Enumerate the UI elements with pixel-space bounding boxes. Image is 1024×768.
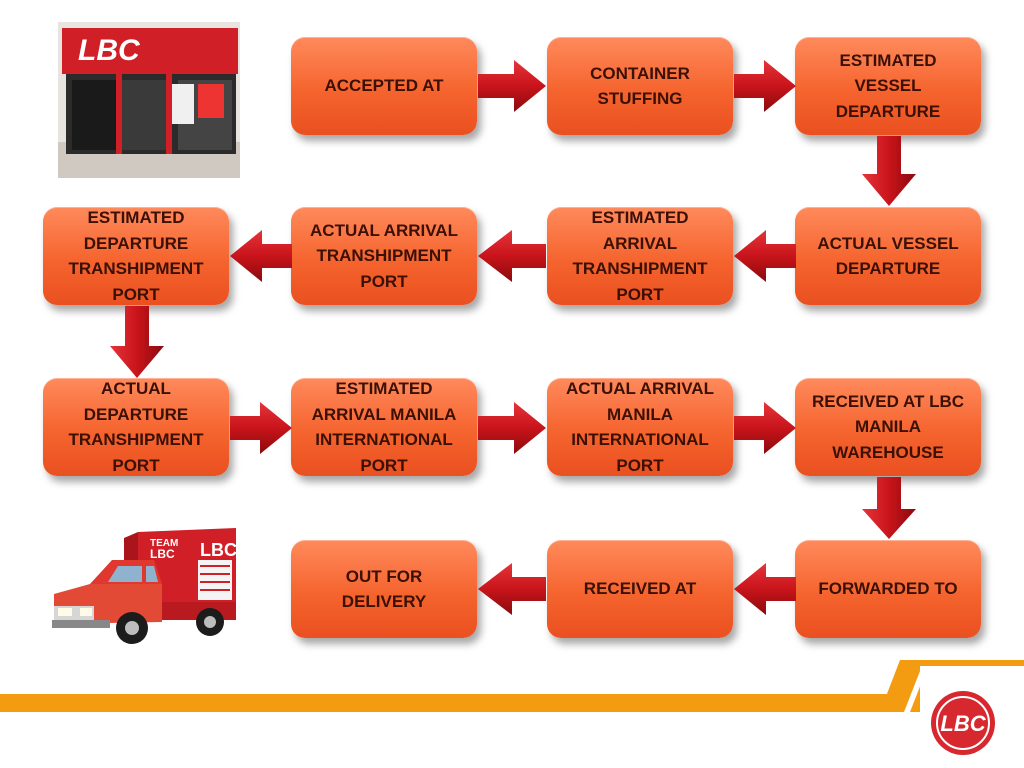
arrow-right-icon	[230, 402, 292, 454]
logo-text: LBC	[940, 711, 986, 736]
arrow-down-icon	[862, 477, 916, 539]
step-received-at-lbc-manila-warehouse: RECEIVED AT LBC MANILA WAREHOUSE	[795, 378, 981, 476]
arrow-left-icon	[734, 230, 796, 282]
step-accepted-at: ACCEPTED AT	[291, 37, 477, 135]
step-forwarded-to: FORWARDED TO	[795, 540, 981, 638]
step-actual-arrival-transhipment-port: ACTUAL ARRIVAL TRANSHIPMENT PORT	[291, 207, 477, 305]
arrow-right-icon	[478, 60, 546, 112]
truck-brand-small-text: LBC	[150, 547, 175, 561]
step-container-stuffing: CONTAINER STUFFING	[547, 37, 733, 135]
arrow-left-icon	[478, 230, 546, 282]
arrow-right-icon	[734, 402, 796, 454]
step-actual-arrival-manila: ACTUAL ARRIVAL MANILA INTERNATIONAL PORT	[547, 378, 733, 476]
arrow-down-icon	[110, 306, 164, 378]
step-out-for-delivery: OUT FOR DELIVERY	[291, 540, 477, 638]
bottom-accent-bar	[0, 660, 1024, 768]
step-actual-vessel-departure: ACTUAL VESSEL DEPARTURE	[795, 207, 981, 305]
arrow-down-icon	[862, 136, 916, 206]
step-estimated-arrival-transhipment-port: ESTIMATED ARRIVAL TRANSHIPMENT PORT	[547, 207, 733, 305]
store-sign-text: LBC	[78, 34, 141, 67]
arrow-left-icon	[230, 230, 292, 282]
truck-brand-large-text: LBC	[200, 540, 237, 560]
lbc-store-photo: LBC	[58, 22, 240, 178]
arrow-right-icon	[478, 402, 546, 454]
arrow-left-icon	[478, 563, 546, 615]
lbc-logo-icon: LBC	[931, 691, 995, 755]
step-received-at: RECEIVED AT	[547, 540, 733, 638]
lbc-delivery-truck-photo: TEAM LBC LBC	[52, 528, 237, 644]
step-estimated-vessel-departure: ESTIMATED VESSEL DEPARTURE	[795, 37, 981, 135]
arrow-right-icon	[734, 60, 796, 112]
step-estimated-departure-transhipment-port: ESTIMATED DEPARTURE TRANSHIPMENT PORT	[43, 207, 229, 305]
truck-team-text: TEAM	[150, 538, 178, 549]
step-estimated-arrival-manila: ESTIMATED ARRIVAL MANILA INTERNATIONAL P…	[291, 378, 477, 476]
arrow-left-icon	[734, 563, 796, 615]
step-actual-departure-transhipment-port: ACTUAL DEPARTURE TRANSHIPMENT PORT	[43, 378, 229, 476]
